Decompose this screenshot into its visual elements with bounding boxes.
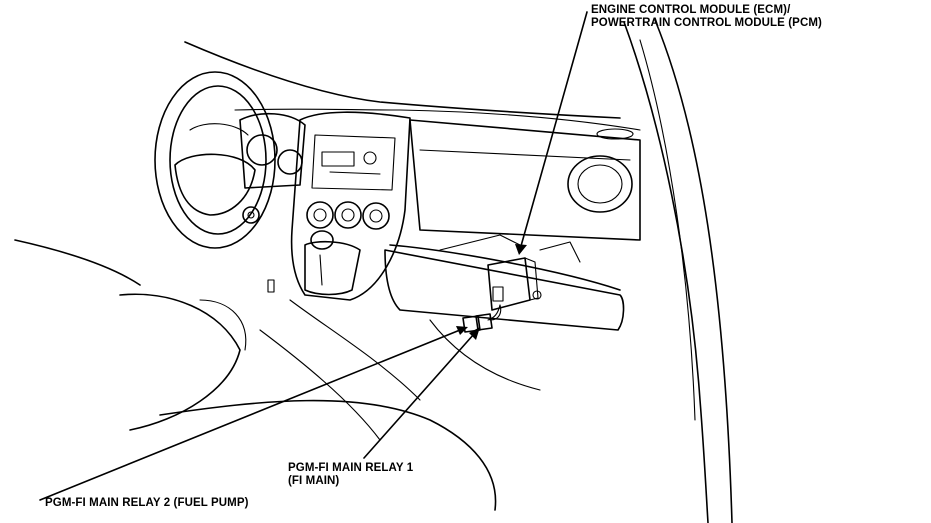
leader-relay1-arrowhead (469, 327, 480, 340)
right-vent (567, 155, 633, 213)
ecm-bolt (532, 290, 542, 300)
climate-knob-mid (334, 201, 362, 229)
steering-spoke (189, 123, 249, 136)
left-seat (119, 293, 241, 431)
leader-relay2-arrowhead (456, 326, 468, 335)
ecm-harness (489, 304, 502, 321)
tunnel-line (289, 299, 421, 401)
relay1-callout-line1: PGM-FI MAIN RELAY 1 (288, 462, 414, 474)
shifter-gate (304, 240, 361, 296)
shifter-slot (319, 254, 323, 286)
dash-panel-line (419, 149, 631, 161)
leader-relay2 (39, 329, 461, 501)
shift-knob (310, 230, 334, 250)
dash-top-inner (234, 108, 641, 131)
climate-knob-right (362, 202, 390, 230)
relay-2-body (475, 313, 493, 331)
door-line (639, 39, 696, 421)
left-switch (267, 279, 275, 293)
glove-box (384, 249, 625, 331)
tunnel-line-2 (259, 329, 381, 441)
steering-hub (174, 153, 256, 216)
radio-frame (311, 134, 396, 191)
climate-knob-left (306, 201, 334, 229)
defrost-vent (596, 128, 634, 140)
radio-display (321, 151, 355, 167)
leader-ecm-arrowhead (515, 244, 527, 255)
kick-panel (429, 319, 541, 391)
ecm-callout-label: ENGINE CONTROL MODULE (ECM)/ POWERTRAIN … (591, 4, 822, 30)
center-console-outline (290, 111, 411, 301)
glove-box-top (389, 244, 621, 291)
steering-wheel-outer (154, 71, 276, 249)
floor-lower (159, 399, 497, 511)
dash-top (184, 41, 621, 119)
ecm-module-side (524, 257, 539, 301)
radio-knob (363, 151, 377, 165)
dash-right-panel (409, 119, 641, 241)
relay1-callout-label: PGM-FI MAIN RELAY 1 (FI MAIN) (288, 462, 413, 488)
ecm-connector (492, 286, 504, 302)
relay1-callout-line2: (FI MAIN) (288, 475, 340, 487)
a-pillar (623, 21, 709, 523)
left-knee (199, 299, 247, 351)
relay-harness (487, 304, 501, 321)
steering-wheel-inner (169, 85, 267, 235)
relay2-callout-line1: PGM-FI MAIN RELAY 2 (FUEL PUMP) (45, 497, 249, 509)
relay2-callout-label: PGM-FI MAIN RELAY 2 (FUEL PUMP) (45, 497, 249, 510)
door-edge (654, 19, 733, 523)
left-body-edge (14, 239, 141, 286)
glove-box-shelf (439, 234, 521, 251)
gauge-left (246, 134, 278, 166)
gauge-right (277, 149, 303, 175)
leader-ecm (520, 11, 588, 247)
ecm-callout-line1: ENGINE CONTROL MODULE (ECM)/ (591, 4, 791, 16)
leader-relay1 (363, 333, 475, 459)
glove-box-bracket (539, 241, 581, 263)
right-vent-inner (577, 164, 623, 204)
ignition-switch (242, 206, 260, 224)
radio-slot (329, 171, 381, 175)
ecm-callout-line2: POWERTRAIN CONTROL MODULE (PCM) (591, 17, 822, 29)
